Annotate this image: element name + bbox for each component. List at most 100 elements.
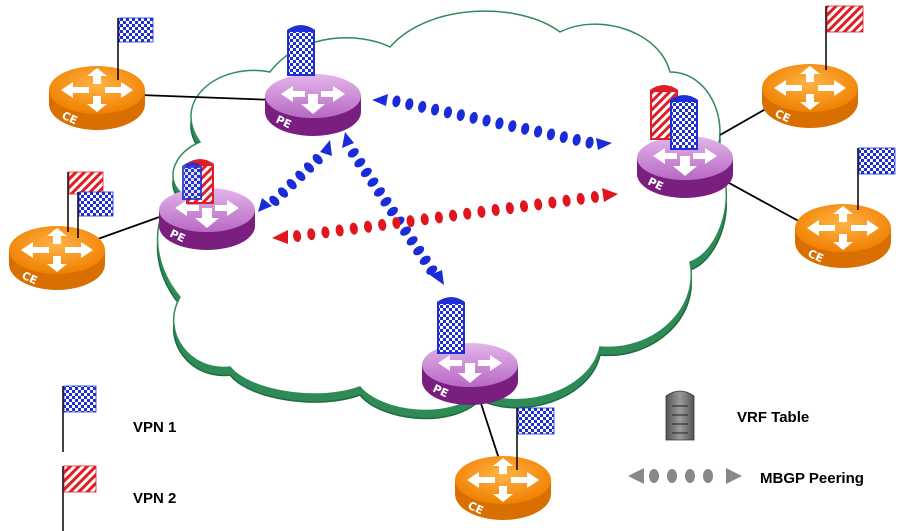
mbgp-dot — [419, 255, 431, 266]
mbgp-dot — [443, 106, 453, 119]
mbgp-dot — [347, 148, 359, 158]
vpn1-flag-ce-bottom — [516, 407, 555, 470]
mbgp-dot — [576, 192, 585, 205]
legend-mbgp-label: MBGP Peering — [760, 470, 864, 487]
legend-vpn1-label: VPN 1 — [133, 419, 176, 436]
mbgp-dot — [286, 179, 297, 190]
router-arrows-icon — [438, 355, 502, 383]
router-arrows-icon — [653, 148, 717, 176]
mbgp-dot — [426, 265, 438, 275]
mbgp-dot — [307, 228, 316, 241]
legend-mbgp: MBGP Peering — [628, 468, 864, 487]
legend-vpn2-label: VPN 2 — [133, 490, 176, 507]
pe-routers: PE PE PE PE — [159, 74, 733, 405]
mbgp-dot — [373, 187, 385, 197]
legend-vpn1: VPN 1 — [62, 385, 176, 452]
vrf-table-left-pe-blue — [182, 162, 202, 200]
router-arrows-icon — [61, 68, 133, 112]
mbgp-dot — [449, 209, 458, 222]
mbgp-dot — [367, 177, 379, 187]
mbgp-dot — [521, 122, 530, 135]
vpn1-flag-ce-right — [857, 147, 896, 210]
mbgp-dot — [463, 207, 472, 220]
mbgp-dot — [456, 109, 465, 122]
mbgp-peer-red — [272, 188, 618, 244]
vpn-flags — [67, 5, 896, 470]
mbgp-dot — [482, 114, 491, 127]
router-arrows-icon — [281, 86, 345, 114]
mbgp-dot — [392, 217, 401, 229]
pe-label: PE — [168, 227, 188, 245]
mbgp-dot — [363, 220, 373, 233]
ce-label: CE — [806, 247, 826, 265]
ce-router-topleft: CE — [49, 66, 145, 130]
pe-label: PE — [646, 175, 666, 193]
mbgp-dot — [380, 197, 392, 207]
legend-vrf-label: VRF Table — [737, 409, 809, 426]
mbgp-peer-vertical — [342, 132, 444, 285]
mbgp-dot — [418, 100, 427, 113]
ce-router-right: CE — [795, 204, 891, 268]
legend-vpn2: VPN 2 — [62, 465, 176, 531]
vpn1-flag-ce-left — [77, 191, 114, 238]
vrf-table-bottom-pe — [437, 297, 465, 354]
pe-label: PE — [431, 382, 451, 400]
mbgp-dot — [406, 236, 418, 246]
pe-router-right: PE — [637, 136, 733, 198]
vrf-table-right-pe-blue — [670, 95, 698, 150]
mbgp-dot — [585, 136, 594, 149]
mbgp-dot — [548, 196, 557, 209]
mbgp-dot — [534, 198, 543, 211]
router-arrows-icon — [467, 458, 539, 502]
pe-router-top: PE — [265, 74, 361, 136]
mbgp-dot — [508, 120, 517, 133]
mbgp-dot — [269, 195, 280, 206]
ce-router-left: CE — [9, 226, 105, 290]
mbgp-dot — [387, 206, 398, 217]
mbgp-dot — [572, 133, 581, 146]
vrf-table-top-pe — [287, 25, 315, 76]
mbgp-peer-left — [258, 140, 332, 212]
mbgp-dot — [349, 222, 358, 235]
mbgp-dot — [321, 226, 330, 239]
pe-label: PE — [274, 113, 294, 131]
pe-router-left: PE — [159, 188, 255, 250]
vpn2-flag-ce-topright — [825, 5, 864, 70]
mbgp-dot — [400, 226, 412, 236]
mbgp-dot — [293, 230, 302, 243]
mbgp-dot — [303, 162, 315, 173]
ce-router-bottom: CE — [455, 456, 551, 520]
mbgp-peering-links — [258, 94, 618, 285]
mbgp-arrow-icon — [628, 468, 742, 484]
legend-vrf: VRF Table — [665, 390, 809, 441]
mbgp-dot — [354, 157, 366, 168]
mbgp-dot — [406, 215, 415, 228]
router-arrows-icon — [21, 228, 93, 272]
ce-routers: CE CE CE CE CE — [9, 64, 891, 520]
pe-router-bottom: PE — [422, 343, 518, 405]
mbgp-dot — [519, 200, 529, 213]
mbgp-dot — [420, 213, 429, 226]
ce-router-topright: CE — [762, 64, 858, 128]
mbgp-dot — [477, 205, 486, 218]
mbgp-dot — [360, 167, 372, 178]
mbgp-dot — [312, 154, 323, 165]
router-arrows-icon — [774, 66, 846, 110]
mbgp-dot — [469, 111, 478, 124]
mbgp-dot — [491, 204, 500, 216]
vrf-tables — [182, 25, 698, 354]
mbgp-dot — [295, 170, 306, 181]
mbgp-dot — [378, 218, 387, 231]
mbgp-dot — [495, 117, 504, 130]
link-ce-topleft — [139, 94, 276, 101]
mbgp-dot — [335, 224, 344, 237]
ce-label: CE — [20, 269, 40, 287]
router-arrows-icon — [807, 206, 879, 250]
mbgp-dot — [405, 98, 414, 111]
mbgp-dot — [277, 187, 289, 198]
mbgp-dot — [434, 211, 443, 224]
mbgp-dot — [392, 95, 401, 108]
link-ce-left — [94, 214, 166, 241]
ce-label: CE — [466, 499, 486, 517]
